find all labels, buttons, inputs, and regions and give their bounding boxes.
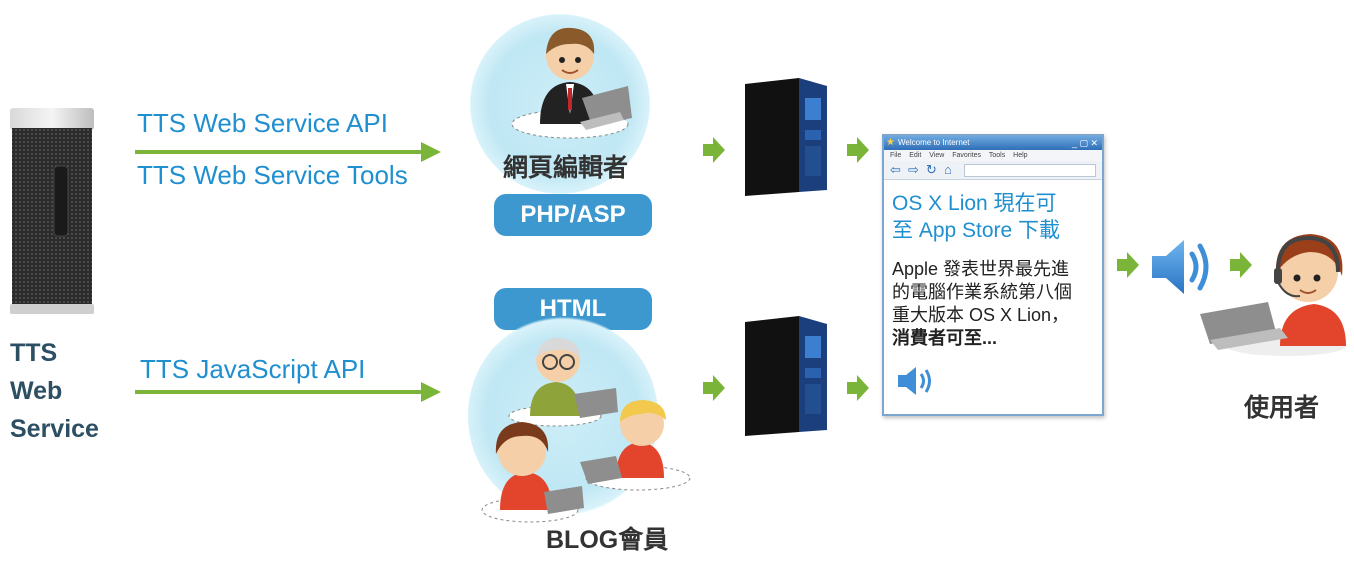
- headline-line: 至 App Store 下載: [892, 219, 1061, 242]
- green-arrow-icon: [847, 375, 869, 401]
- api-label-web-service-api: TTS Web Service API: [137, 108, 388, 138]
- menu-item[interactable]: Tools: [988, 152, 1006, 159]
- page-headline: OS X Lion 現在可 至 App Store 下載: [884, 190, 1102, 244]
- group-of-users-icon: [481, 337, 691, 523]
- menu-item[interactable]: Edit: [909, 152, 922, 159]
- green-arrow-icon: [703, 375, 725, 401]
- headline-line: OS X Lion 現在可: [892, 192, 1057, 215]
- long-arrow-bottom: [135, 382, 441, 402]
- body-line: 重大版本 OS X Lion，: [892, 305, 1070, 325]
- browser-nav-bar: ⇦ ⇨ ↻ ⌂: [884, 161, 1102, 180]
- person-with-laptop-icon: [511, 27, 632, 139]
- menu-item[interactable]: File: [890, 152, 902, 159]
- menu-item[interactable]: Favorites: [952, 152, 982, 159]
- server-icon: [745, 78, 827, 196]
- speaker-icon[interactable]: [896, 364, 936, 398]
- headset-user-icon: [1200, 234, 1346, 356]
- star-icon: ★: [886, 137, 895, 148]
- menu-item[interactable]: View: [929, 152, 945, 159]
- body-line: 消費者可至...: [892, 328, 998, 348]
- green-arrow-icon: [1230, 252, 1252, 278]
- end-user-label: 使用者: [1244, 394, 1320, 422]
- browser-window-title: Welcome to Internet: [898, 138, 970, 147]
- bottom-group-label: BLOG會員: [546, 526, 669, 554]
- label-line: TTS: [10, 339, 58, 367]
- green-arrow-icon: [1117, 252, 1139, 278]
- green-arrow-icon: [847, 137, 869, 163]
- refresh-icon[interactable]: ↻: [926, 162, 937, 177]
- badge-php-asp: PHP/ASP: [494, 194, 652, 236]
- server-icon: [10, 108, 94, 314]
- browser-window: ★ Welcome to Internet _ ▢ ✕ File Edit Vi…: [882, 134, 1104, 416]
- page-body-text: Apple 發表世界最先進 的電腦作業系統第八個 重大版本 OS X Lion，…: [884, 258, 1102, 350]
- speaker-icon: [1152, 240, 1209, 294]
- server-icon: [745, 316, 827, 436]
- api-label-javascript-api: TTS JavaScript API: [140, 354, 366, 384]
- back-icon[interactable]: ⇦: [890, 162, 901, 177]
- browser-title-bar: ★ Welcome to Internet _ ▢ ✕: [884, 136, 1102, 150]
- tts-server-tower: [6, 108, 98, 314]
- tts-web-service-label: TTS Web Service: [10, 334, 130, 448]
- window-controls[interactable]: _ ▢ ✕: [1071, 138, 1098, 148]
- forward-icon[interactable]: ⇨: [908, 162, 919, 177]
- label-line: Service: [10, 415, 99, 443]
- body-line: 的電腦作業系統第八個: [892, 282, 1072, 302]
- address-bar[interactable]: [964, 164, 1096, 177]
- home-icon[interactable]: ⌂: [944, 162, 952, 177]
- api-label-web-service-tools: TTS Web Service Tools: [137, 160, 408, 190]
- browser-menu-bar: File Edit View Favorites Tools Help: [884, 150, 1102, 161]
- green-arrow-icon: [703, 137, 725, 163]
- long-arrow-top: [135, 142, 441, 162]
- label-line: Web: [10, 377, 63, 405]
- top-group-label: 網頁編輯者: [503, 154, 629, 182]
- menu-item[interactable]: Help: [1013, 152, 1028, 159]
- body-line: Apple 發表世界最先進: [892, 259, 1070, 279]
